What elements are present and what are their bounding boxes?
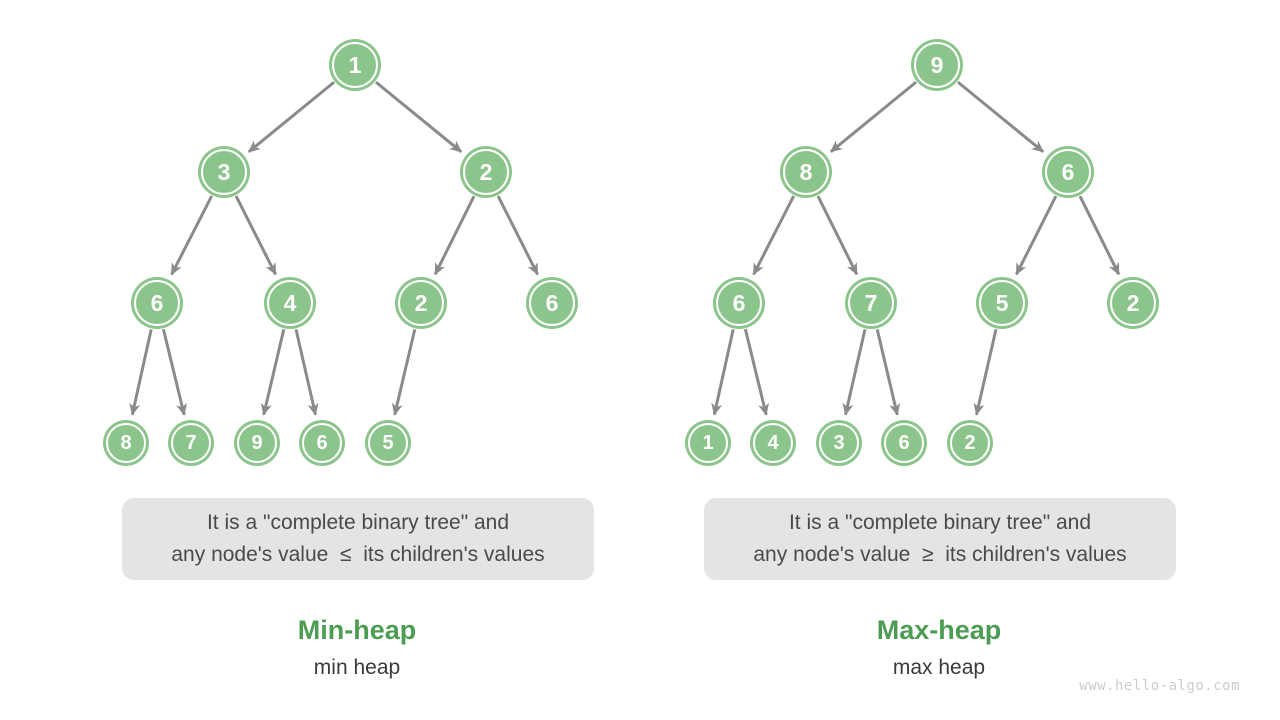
min-heap-node: 1 [332,42,378,88]
min-heap-edge [161,328,187,416]
max-heap-node: 6 [884,423,924,463]
min-heap-edge [260,328,286,416]
min-heap-edge [170,195,214,276]
max-heap-node: 1 [688,423,728,463]
max-heap-edge [875,328,901,416]
max-heap-title: Max-heap [876,615,1002,645]
min-heap-edge [391,328,417,416]
min-heap-caption-box: It is a "complete binary tree" and any n… [122,498,594,580]
max-heap-node: 6 [1045,149,1091,195]
max-heap-node: 7 [848,280,894,326]
min-heap-edge [294,328,319,416]
min-heap-node: 5 [368,423,408,463]
min-heap-edge [374,80,463,153]
min-heap-edge [496,195,539,276]
max-heap-edge [816,195,859,276]
max-heap-edge [743,328,769,416]
min-heap-node: 3 [201,149,247,195]
max-heap-node: 8 [783,149,829,195]
max-heap-caption-line2: any node's value ≥ its children's values [753,543,1127,566]
min-heap-title: Min-heap [297,615,417,645]
max-heap-node: 3 [819,423,859,463]
min-heap-edge [433,195,476,276]
min-heap-node: 6 [529,280,575,326]
min-heap-node: 9 [237,423,277,463]
min-heap-edge [247,80,336,153]
min-heap-caption-line1: It is a "complete binary tree" and [206,511,510,534]
max-heap-node: 2 [950,423,990,463]
max-heap-edge [973,328,998,416]
max-heap-edge [711,329,735,416]
max-heap-edge [956,80,1045,153]
max-heap-edge [842,328,867,416]
min-heap-edge [234,195,277,276]
max-heap-node: 5 [979,280,1025,326]
max-heap-edge [752,195,796,276]
max-heap-edge [1078,195,1121,276]
max-heap-node: 4 [753,423,793,463]
min-heap-node: 2 [398,280,444,326]
min-heap-node: 6 [134,280,180,326]
max-heap-edge [1015,195,1058,276]
min-heap-node: 4 [267,280,313,326]
max-heap-subtitle: max heap [892,656,986,679]
watermark: www.hello-algo.com [1079,678,1240,694]
min-heap-caption-line2: any node's value ≤ its children's values [171,543,545,566]
max-heap-edge [829,80,918,153]
max-heap-node: 6 [716,280,762,326]
min-heap-subtitle: min heap [313,656,401,679]
min-heap-node: 6 [302,423,342,463]
max-heap-node: 2 [1110,280,1156,326]
max-heap-node: 9 [914,42,960,88]
min-heap-node: 7 [171,423,211,463]
min-heap-edge [129,329,153,416]
max-heap-caption-box: It is a "complete binary tree" and any n… [704,498,1176,580]
max-heap-caption-line1: It is a "complete binary tree" and [788,511,1092,534]
min-heap-node: 8 [106,423,146,463]
min-heap-node: 2 [463,149,509,195]
